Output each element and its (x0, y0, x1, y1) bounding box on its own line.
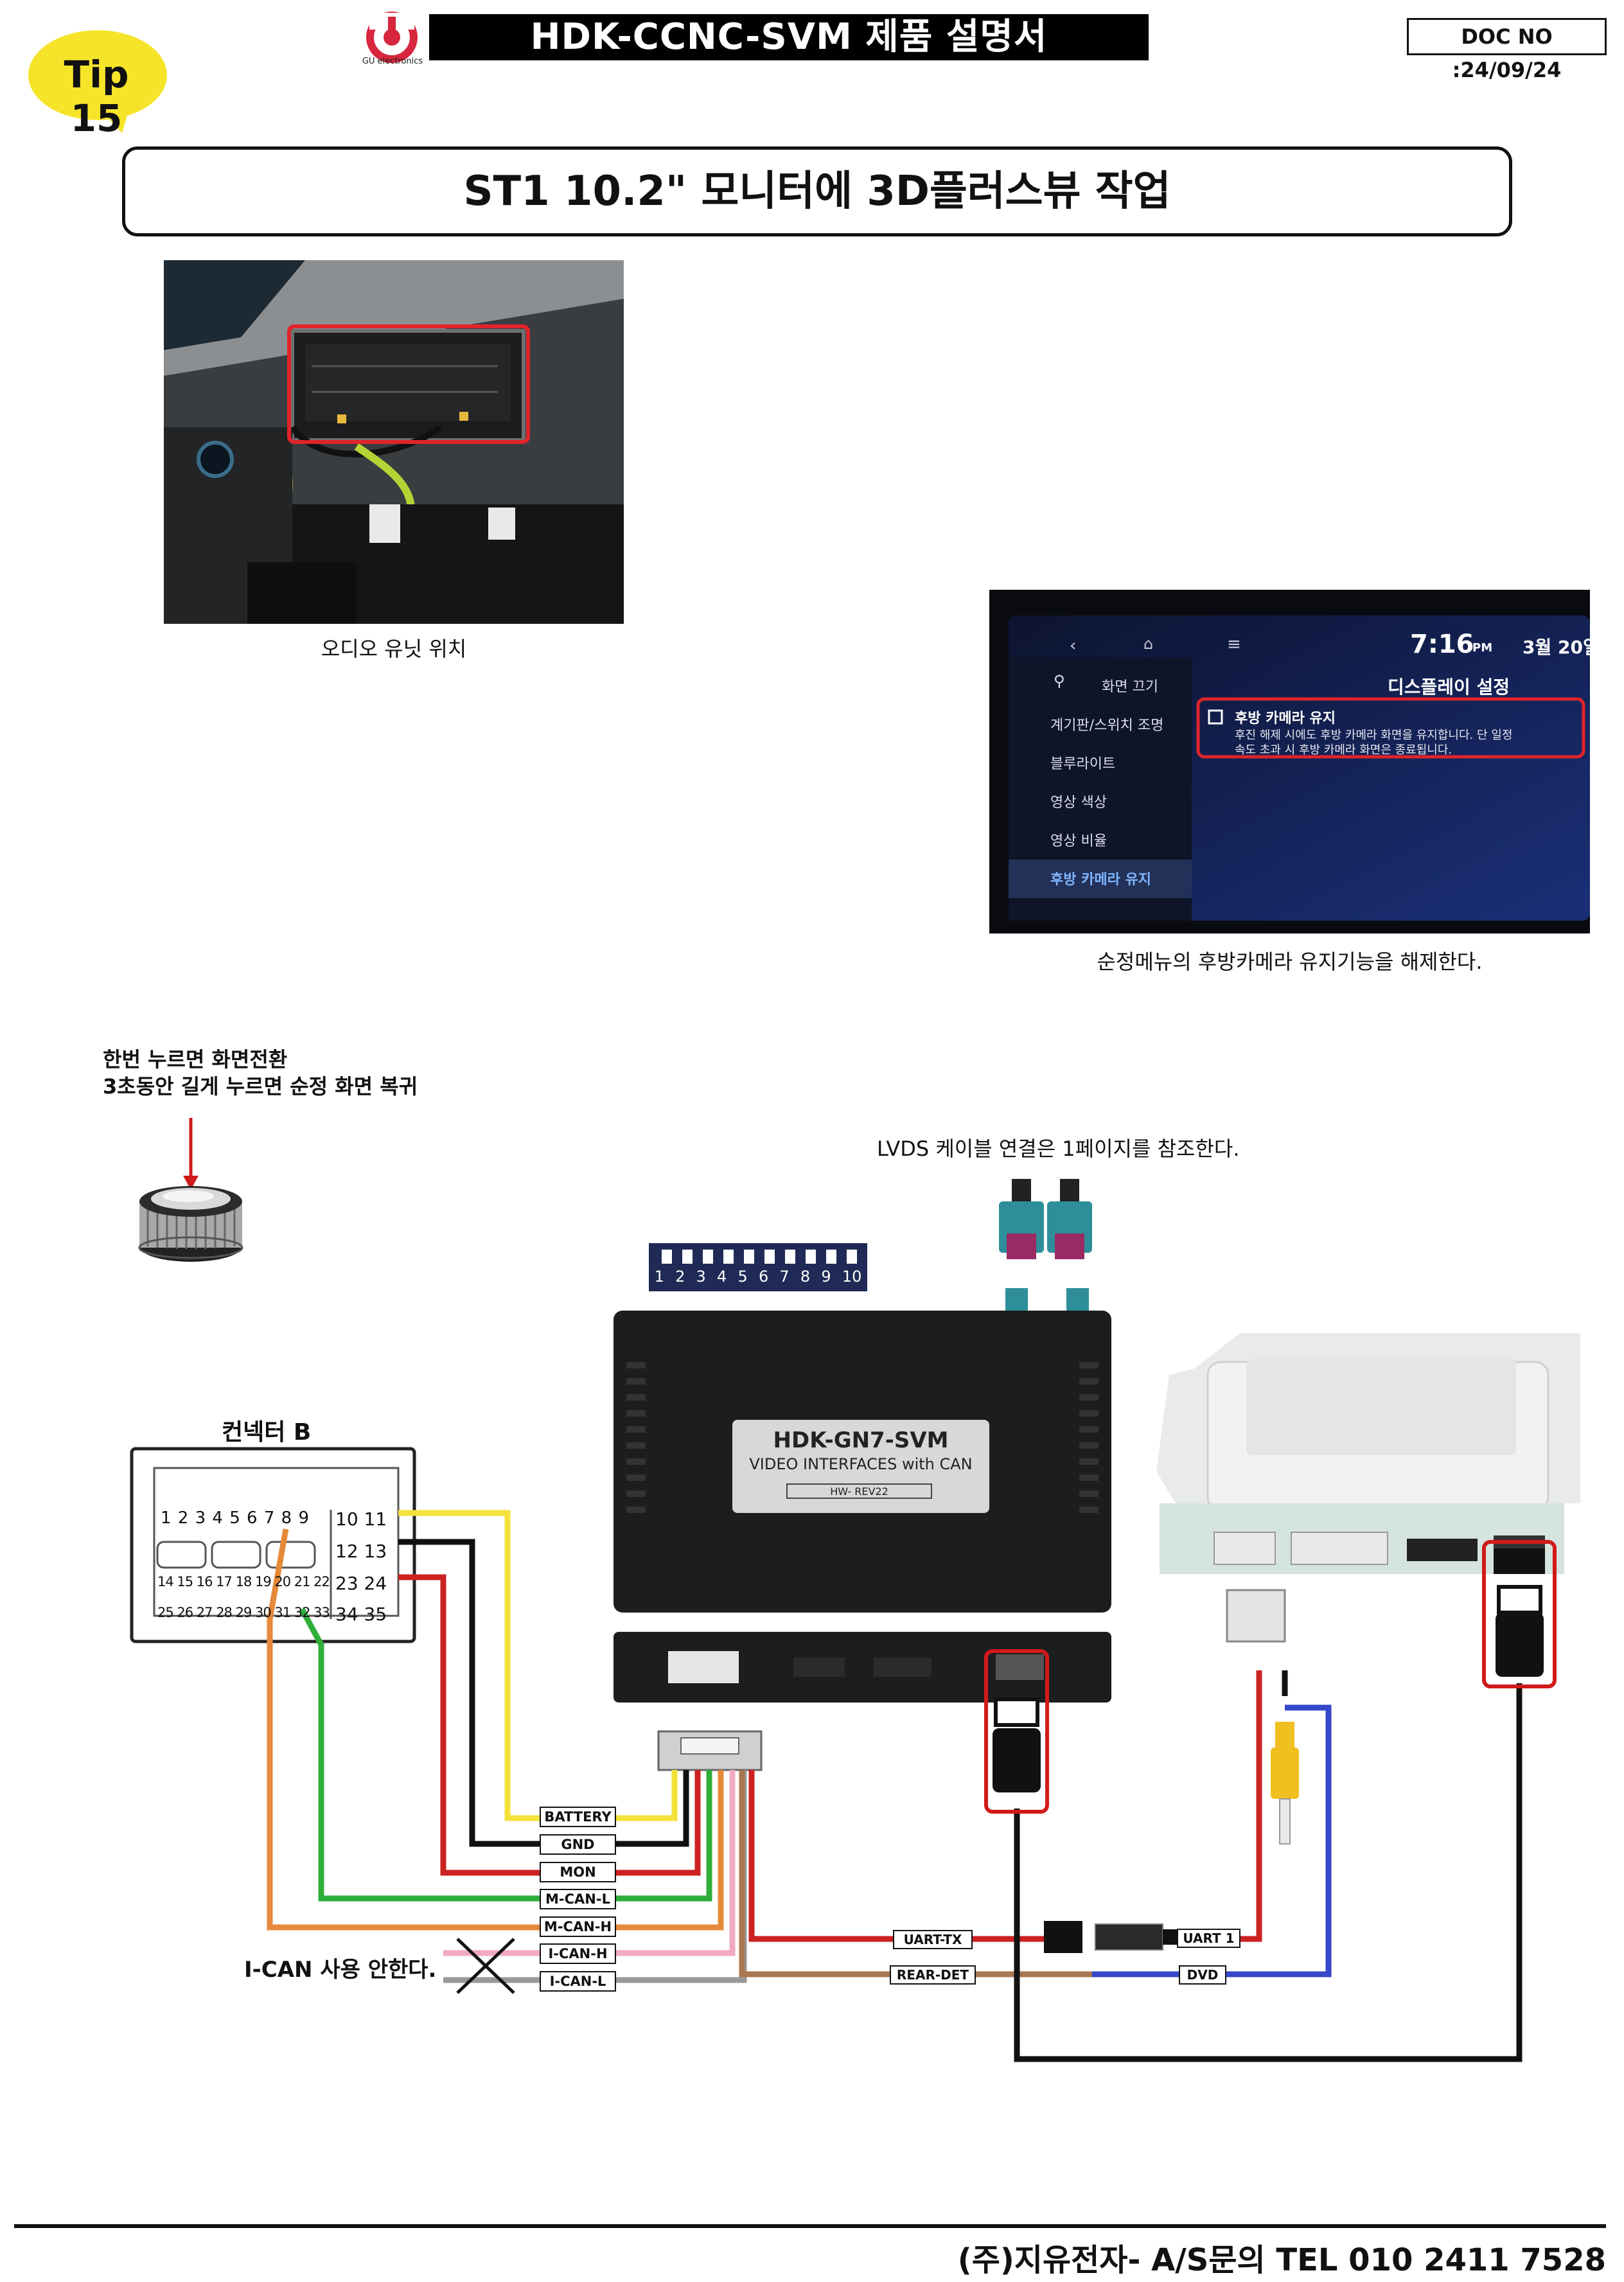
dip-number: 1 (654, 1268, 664, 1286)
cable-hdmi-module (1014, 1683, 1522, 2062)
connector-pin-row: 10 11 (335, 1508, 387, 1530)
knob-instruction-line: 한번 누르면 화면전환 (103, 1047, 288, 1072)
dip-number: 3 (696, 1268, 706, 1286)
dip-switch (649, 1243, 867, 1291)
tip-badge (28, 30, 167, 133)
connector-pin-row: 12 13 (335, 1541, 387, 1562)
wire-label-m-can-h: M-CAN-H (540, 1916, 616, 1937)
wire-mon (398, 1574, 701, 1876)
connector-pin-row: 25 26 27 28 29 30 31 32 33 (157, 1605, 330, 1620)
section-title: ST1 10.2" 모니터에 3D플러스뷰 작업 (463, 168, 1171, 215)
rear-camera-interface-box (1156, 1333, 1580, 1574)
wire-label-m-can-l: M-CAN-L (540, 1889, 616, 1909)
brand-name: GU electronics (362, 57, 423, 66)
gu-logo-icon (366, 12, 418, 63)
module-subtitle: VIDEO INTERFACES with CAN (749, 1455, 973, 1473)
footer-rule (14, 2224, 1606, 2228)
connector-pin-row: 1 2 3 4 5 6 7 8 9 (161, 1508, 310, 1528)
screen-menu-item: 계기판/스위치 조명 (1050, 718, 1164, 734)
screen-menu-item: 화면 끄기 (1102, 679, 1158, 695)
screen-menu-icon: ≡ (1227, 635, 1241, 654)
screen-home-icon: ⌂ (1143, 635, 1154, 653)
connector-pin-row: 14 15 16 17 18 19 20 21 22 (157, 1574, 330, 1589)
knob-instruction-line: 3초동안 길게 누르면 순정 화면 복귀 (103, 1074, 418, 1099)
dip-number: 7 (779, 1268, 790, 1286)
screen-menu-item: 영상 비율 (1050, 833, 1107, 849)
screen-menu-title: 디스플레이 설정 (1388, 677, 1510, 698)
wire-label-i-can-h: I-CAN-H (540, 1943, 616, 1964)
doc-number: DOC NO :24/09/24 (1407, 18, 1607, 82)
wire-label-i-can-l: I-CAN-L (540, 1971, 616, 1992)
svm-module (613, 1311, 1111, 1613)
wiring-diagram (130, 1179, 1580, 2062)
module-connector-panel (613, 1632, 1111, 1703)
wire-label-rear-det: REAR-DET (890, 1965, 976, 1985)
screen-option-desc: 후진 해제 시에도 후방 카메라 화면을 유지합니다. 단 일정 (1235, 729, 1513, 742)
dip-number: 9 (821, 1268, 831, 1286)
screen-back-icon: ‹ (1070, 636, 1077, 655)
uart-connector-pair (1044, 1921, 1182, 1953)
dip-number: 8 (800, 1268, 811, 1286)
hdmi-plug-module (984, 1649, 1049, 1814)
footer-contact: (주)지유전자- A/S문의 TEL 010 2411 7528 (957, 2242, 1606, 2278)
module-model: HDK-GN7-SVM (773, 1428, 949, 1453)
display-settings-caption: 순정메뉴의 후방카메라 유지기능을 해제한다. (1097, 950, 1483, 974)
section-title-frame (122, 146, 1512, 236)
wire-uart-tx (748, 1770, 1047, 1942)
module-revision: HW- REV22 (830, 1485, 888, 1498)
lvds-fakra-plugs (999, 1179, 1092, 1317)
display-settings-photo: ‹ ⌂ ≡ 7:16 PM 3월 20일 ⚲ 화면 끄기 계기판/스위치 조명 … (989, 590, 1590, 933)
ican-unused-cross (456, 1938, 515, 1994)
screen-search-icon: ⚲ (1054, 672, 1065, 690)
wire-m-can-l (299, 1607, 712, 1902)
audio-unit-caption: 오디오 유닛 위치 (321, 637, 467, 661)
connector-pin-row: 34 35 (335, 1604, 387, 1625)
dip-number: 10 (842, 1268, 862, 1286)
connector-b-title: 컨넥터 B (222, 1419, 312, 1446)
rca-plug (1271, 1722, 1299, 1844)
control-knob-icon (138, 1118, 243, 1262)
screen-option-title: 후방 카메라 유지 (1235, 711, 1336, 727)
knob-instructions: 한번 누르면 화면전환 3초동안 길게 누르면 순정 화면 복귀 (103, 1046, 418, 1100)
tip-label: Tip 15 (64, 53, 129, 140)
wire-label-mon: MON (540, 1862, 616, 1882)
screen-menu-item-selected: 후방 카메라 유지 (1050, 872, 1151, 888)
wire-label-battery: BATTERY (540, 1807, 616, 1827)
wire-label-uart-1: UART 1 (1177, 1929, 1240, 1948)
document-title: HDK-CCNC-SVM 제품 설명서 (429, 14, 1149, 60)
harness-plug (657, 1730, 763, 1771)
wire-gnd (398, 1539, 689, 1847)
screen-menu-item: 블루라이트 (1050, 756, 1116, 772)
screen-time: 7:16 (1410, 630, 1474, 659)
dip-number: 4 (717, 1268, 727, 1286)
screen-option-desc: 속도 초과 시 후방 카메라 화면은 종료됩니다. (1235, 743, 1452, 757)
dip-number: 2 (675, 1268, 685, 1286)
wire-label-uart-tx: UART-TX (893, 1930, 973, 1949)
wire-battery (398, 1510, 678, 1821)
wire-label-gnd: GND (540, 1834, 616, 1855)
lvds-note: LVDS 케이블 연결은 1페이지를 참조한다. (877, 1137, 1240, 1161)
dip-number: 6 (758, 1268, 769, 1286)
wire-uart-1 (1182, 1670, 1262, 1942)
ican-note: I-CAN 사용 안한다. (244, 1957, 437, 1983)
audio-unit-photo (164, 260, 624, 624)
wire-m-can-h (267, 1528, 724, 1931)
hdmi-plug-box (1482, 1540, 1557, 1688)
screen-menu-item: 영상 색상 (1050, 795, 1107, 811)
connector-pin-row: 23 24 (335, 1573, 387, 1594)
wire-label-dvd: DVD (1179, 1965, 1226, 1985)
dip-switch-numbers: 1 2 3 4 5 6 7 8 9 10 (649, 1268, 867, 1286)
dip-number: 5 (737, 1268, 748, 1286)
screen-ampm: PM (1472, 641, 1493, 655)
screen-date: 3월 20일 (1522, 637, 1590, 658)
